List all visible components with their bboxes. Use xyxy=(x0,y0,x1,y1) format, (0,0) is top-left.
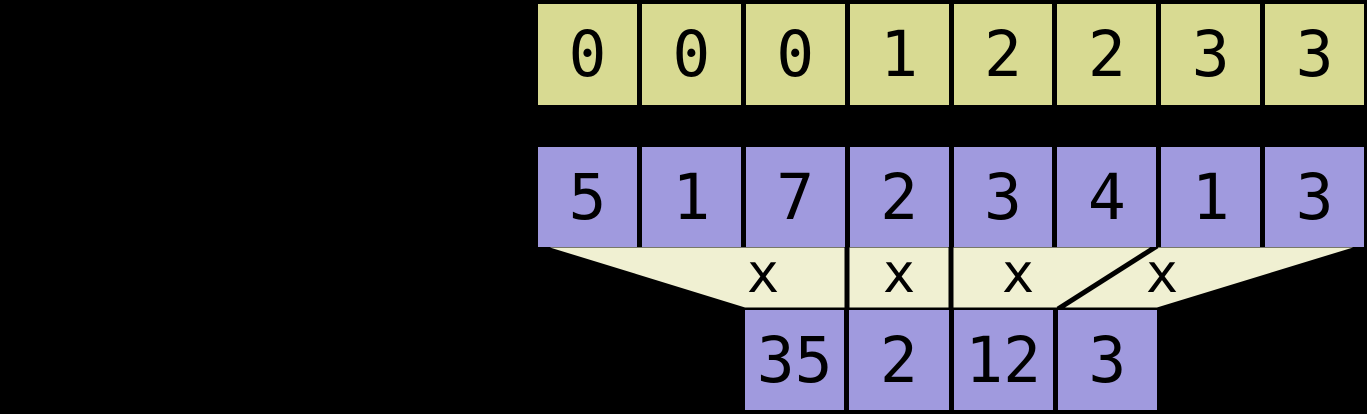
input-value-cell: 3 xyxy=(953,147,1053,247)
multiply-label: x xyxy=(1146,242,1179,305)
group-index-row: 0 0 0 1 2 2 3 3 xyxy=(538,4,1364,105)
result-cell: 2 xyxy=(849,310,949,410)
group-index-cell: 0 xyxy=(538,4,637,105)
input-value-cell: 1 xyxy=(641,147,741,247)
multiply-label: x xyxy=(1002,242,1035,305)
group-index-cell: 0 xyxy=(641,4,741,105)
input-values-row: 5 1 7 2 3 4 1 3 xyxy=(538,147,1364,247)
multiply-label: x xyxy=(747,242,780,305)
input-value-cell: 5 xyxy=(538,147,637,247)
multiply-label: x xyxy=(883,242,916,305)
group-index-cell: 2 xyxy=(953,4,1053,105)
input-value-cell: 4 xyxy=(1057,147,1157,247)
results-row: 35 2 12 3 xyxy=(745,310,1157,410)
group-index-cell: 0 xyxy=(745,4,845,105)
group-index-cell: 2 xyxy=(1057,4,1157,105)
input-value-cell: 3 xyxy=(1265,147,1364,247)
group-index-cell: 3 xyxy=(1161,4,1261,105)
input-value-cell: 1 xyxy=(1161,147,1261,247)
result-cell: 3 xyxy=(1057,310,1157,410)
input-value-cell: 2 xyxy=(849,147,949,247)
group-index-cell: 3 xyxy=(1265,4,1364,105)
funnel-divider-diagonal xyxy=(1056,243,1159,312)
result-cell: 35 xyxy=(745,310,845,410)
input-value-cell: 7 xyxy=(745,147,845,247)
group-index-cell: 1 xyxy=(849,4,949,105)
result-cell: 12 xyxy=(953,310,1053,410)
